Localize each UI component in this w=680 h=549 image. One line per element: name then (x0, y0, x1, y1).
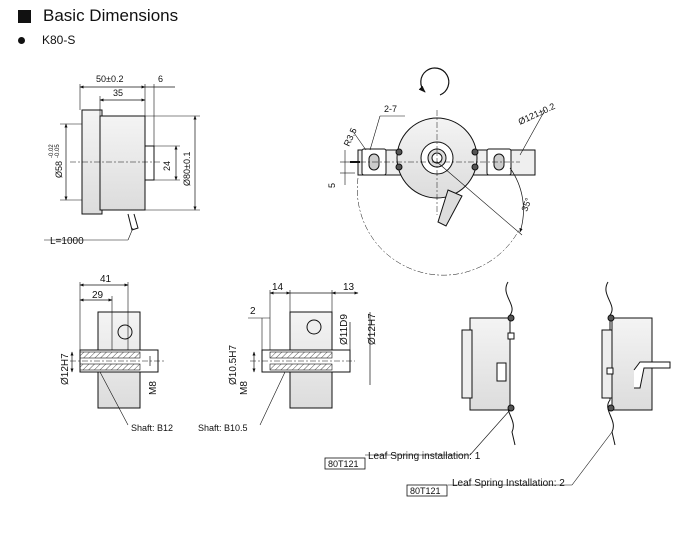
installation-1-view (365, 281, 516, 456)
b105-dim-hub-2: Ø12H7 (367, 313, 378, 345)
shaft-b12-view (70, 282, 165, 426)
b105-dim-right: 13 (343, 282, 355, 293)
dim-offset: 5 (327, 183, 337, 188)
dim-total-length: 50±0.2 (96, 74, 123, 84)
side-view (44, 84, 200, 241)
cable-gland (437, 189, 463, 227)
b105-shaft-label: Shaft: B10.5 (198, 423, 248, 433)
section-title: Basic Dimensions (43, 6, 179, 25)
cable-length-label: L=1000 (50, 236, 84, 247)
dim-spigot-tolerance-bottom: -0.05 (55, 144, 61, 158)
dim-shaft-diameter: 24 (162, 161, 172, 171)
dim-spigot-diameter: Ø58 (54, 161, 64, 178)
dim-flange: 6 (158, 74, 163, 84)
b12-shaft-label: Shaft: B12 (131, 423, 173, 433)
part-number-box-1 (324, 457, 366, 470)
b105-dim-small: 2 (250, 306, 256, 317)
dim-pitch-circle: Ø121±0.2 (517, 101, 557, 127)
square-bullet-icon (18, 9, 31, 23)
dim-slot-count: 2-7 (384, 104, 397, 114)
encoder-body (99, 115, 146, 211)
installation-caption-1: Leaf Spring installation: 1 (368, 451, 481, 462)
installation-2-view (448, 281, 671, 486)
b105-label-badge (306, 319, 322, 335)
shaft-b105-view (248, 290, 371, 426)
dim-body-length: 35 (113, 88, 123, 98)
rotation-arrow-icon (418, 67, 450, 96)
dim-outer-diameter: Ø80±0.1 (182, 152, 192, 186)
b12-dim-inner: 29 (92, 290, 104, 301)
b12-label-badge (117, 324, 133, 340)
b12-dim-bore: Ø12H7 (60, 353, 71, 385)
b105-dim-bore: Ø10.5H7 (228, 345, 239, 385)
dim-angle: 35° (519, 196, 533, 213)
part-number-1: 80T121 (328, 459, 359, 469)
part-number-2: 80T121 (410, 486, 441, 496)
b105-dim-left: 14 (272, 282, 284, 293)
b105-dim-hub-1: Ø11D9 (339, 314, 350, 345)
installation-caption-2: Leaf Spring Installation: 2 (452, 478, 565, 489)
cable-outlet (127, 213, 139, 231)
install-2-cable (633, 361, 671, 389)
leaf-spring-2 (605, 281, 616, 446)
front-view (340, 67, 546, 276)
model-label: K80-S (42, 33, 76, 47)
b105-dim-thread: M8 (239, 381, 250, 395)
dim-slot-radius: R3.5 (342, 126, 359, 147)
part-number-box-2 (406, 484, 448, 497)
hollow-shaft (144, 145, 155, 181)
b12-dim-overall: 41 (100, 274, 112, 285)
dim-spigot-tolerance-top: -0.02 (49, 144, 55, 158)
model-heading: K80-S (18, 33, 75, 47)
dot-bullet-icon (18, 36, 25, 44)
section-header: Basic Dimensions (18, 6, 178, 26)
b12-dim-thread: M8 (148, 381, 159, 395)
